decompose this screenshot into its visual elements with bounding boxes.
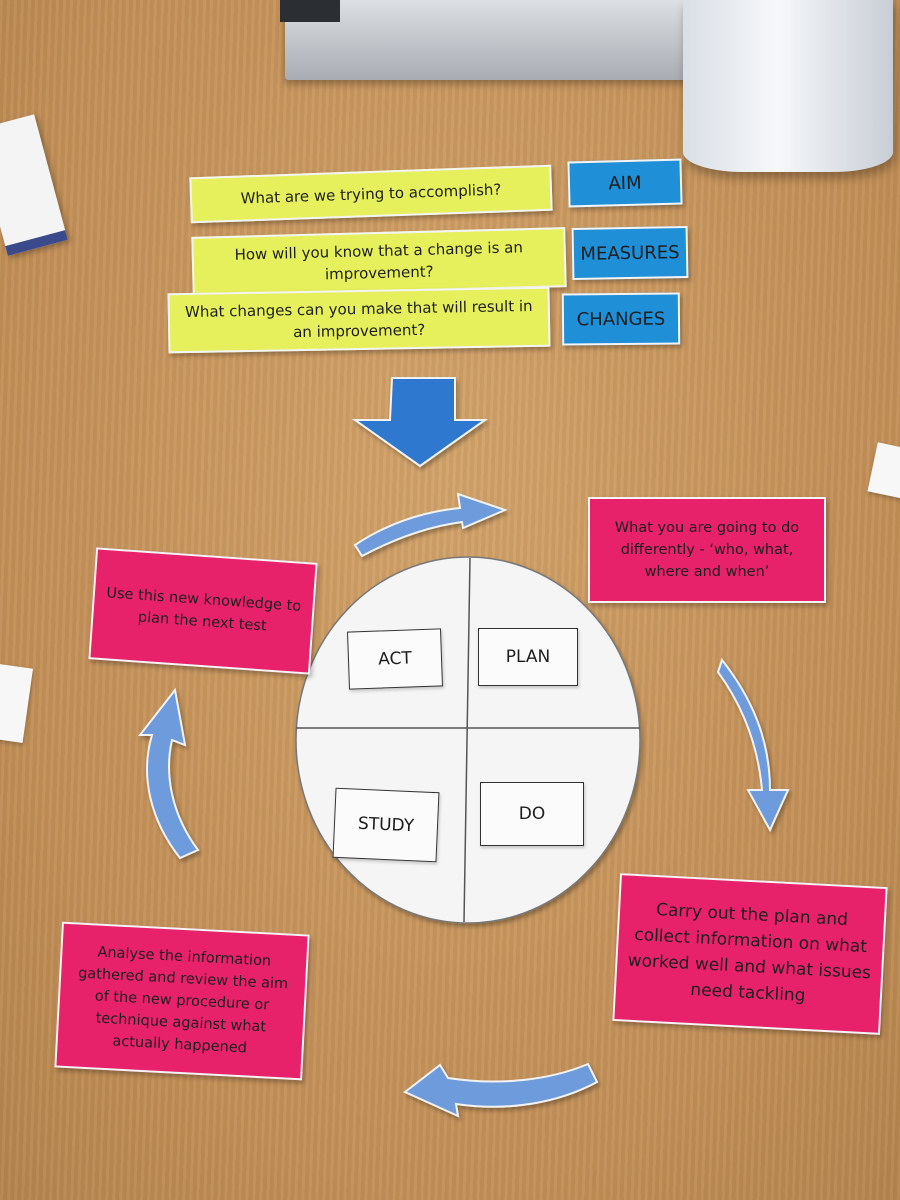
question-text: What changes can you make that will resu…: [184, 296, 533, 342]
act-note-card: Use this new knowledge to plan the next …: [88, 547, 318, 675]
mug: [683, 0, 893, 172]
tag-text: CHANGES: [576, 308, 666, 330]
pdsa-circle: [295, 556, 641, 924]
question-text: How will you know that a change is an im…: [234, 238, 524, 284]
quadrant-study: STUDY: [332, 787, 440, 863]
tag-text: MEASURES: [580, 241, 680, 265]
quadrant-do: DO: [480, 782, 584, 846]
question-card-changes: What changes can you make that will resu…: [167, 286, 551, 354]
question-text: What are we trying to accomplish?: [240, 180, 502, 208]
curved-arrow-bottom-icon: [403, 1062, 599, 1118]
paper-edge-right: [867, 442, 900, 504]
curved-arrow-left-icon: [137, 687, 200, 860]
quadrant-act: ACT: [347, 628, 443, 690]
do-note-card: Carry out the plan and collect informati…: [612, 873, 888, 1035]
monitor-stand-base: [280, 0, 340, 22]
monitor-stand: [285, 0, 705, 80]
tag-card-changes: CHANGES: [561, 292, 681, 346]
circle-divider-vertical: [463, 557, 471, 923]
tag-card-measures: MEASURES: [571, 225, 689, 281]
paper-edge-left: [0, 662, 33, 743]
paper-stack-left: [0, 114, 68, 256]
study-note-card: Analyse the information gathered and rev…: [54, 921, 310, 1081]
question-card-aim: What are we trying to accomplish?: [189, 164, 553, 224]
quadrant-plan: PLAN: [478, 628, 578, 686]
tag-card-aim: AIM: [567, 158, 683, 208]
curved-arrow-right-icon: [716, 657, 790, 833]
curved-arrow-top-icon: [353, 492, 508, 558]
tag-text: AIM: [608, 172, 642, 194]
plan-note-card: What you are going to do differently - ‘…: [588, 497, 826, 603]
down-arrow-icon: [351, 377, 489, 468]
